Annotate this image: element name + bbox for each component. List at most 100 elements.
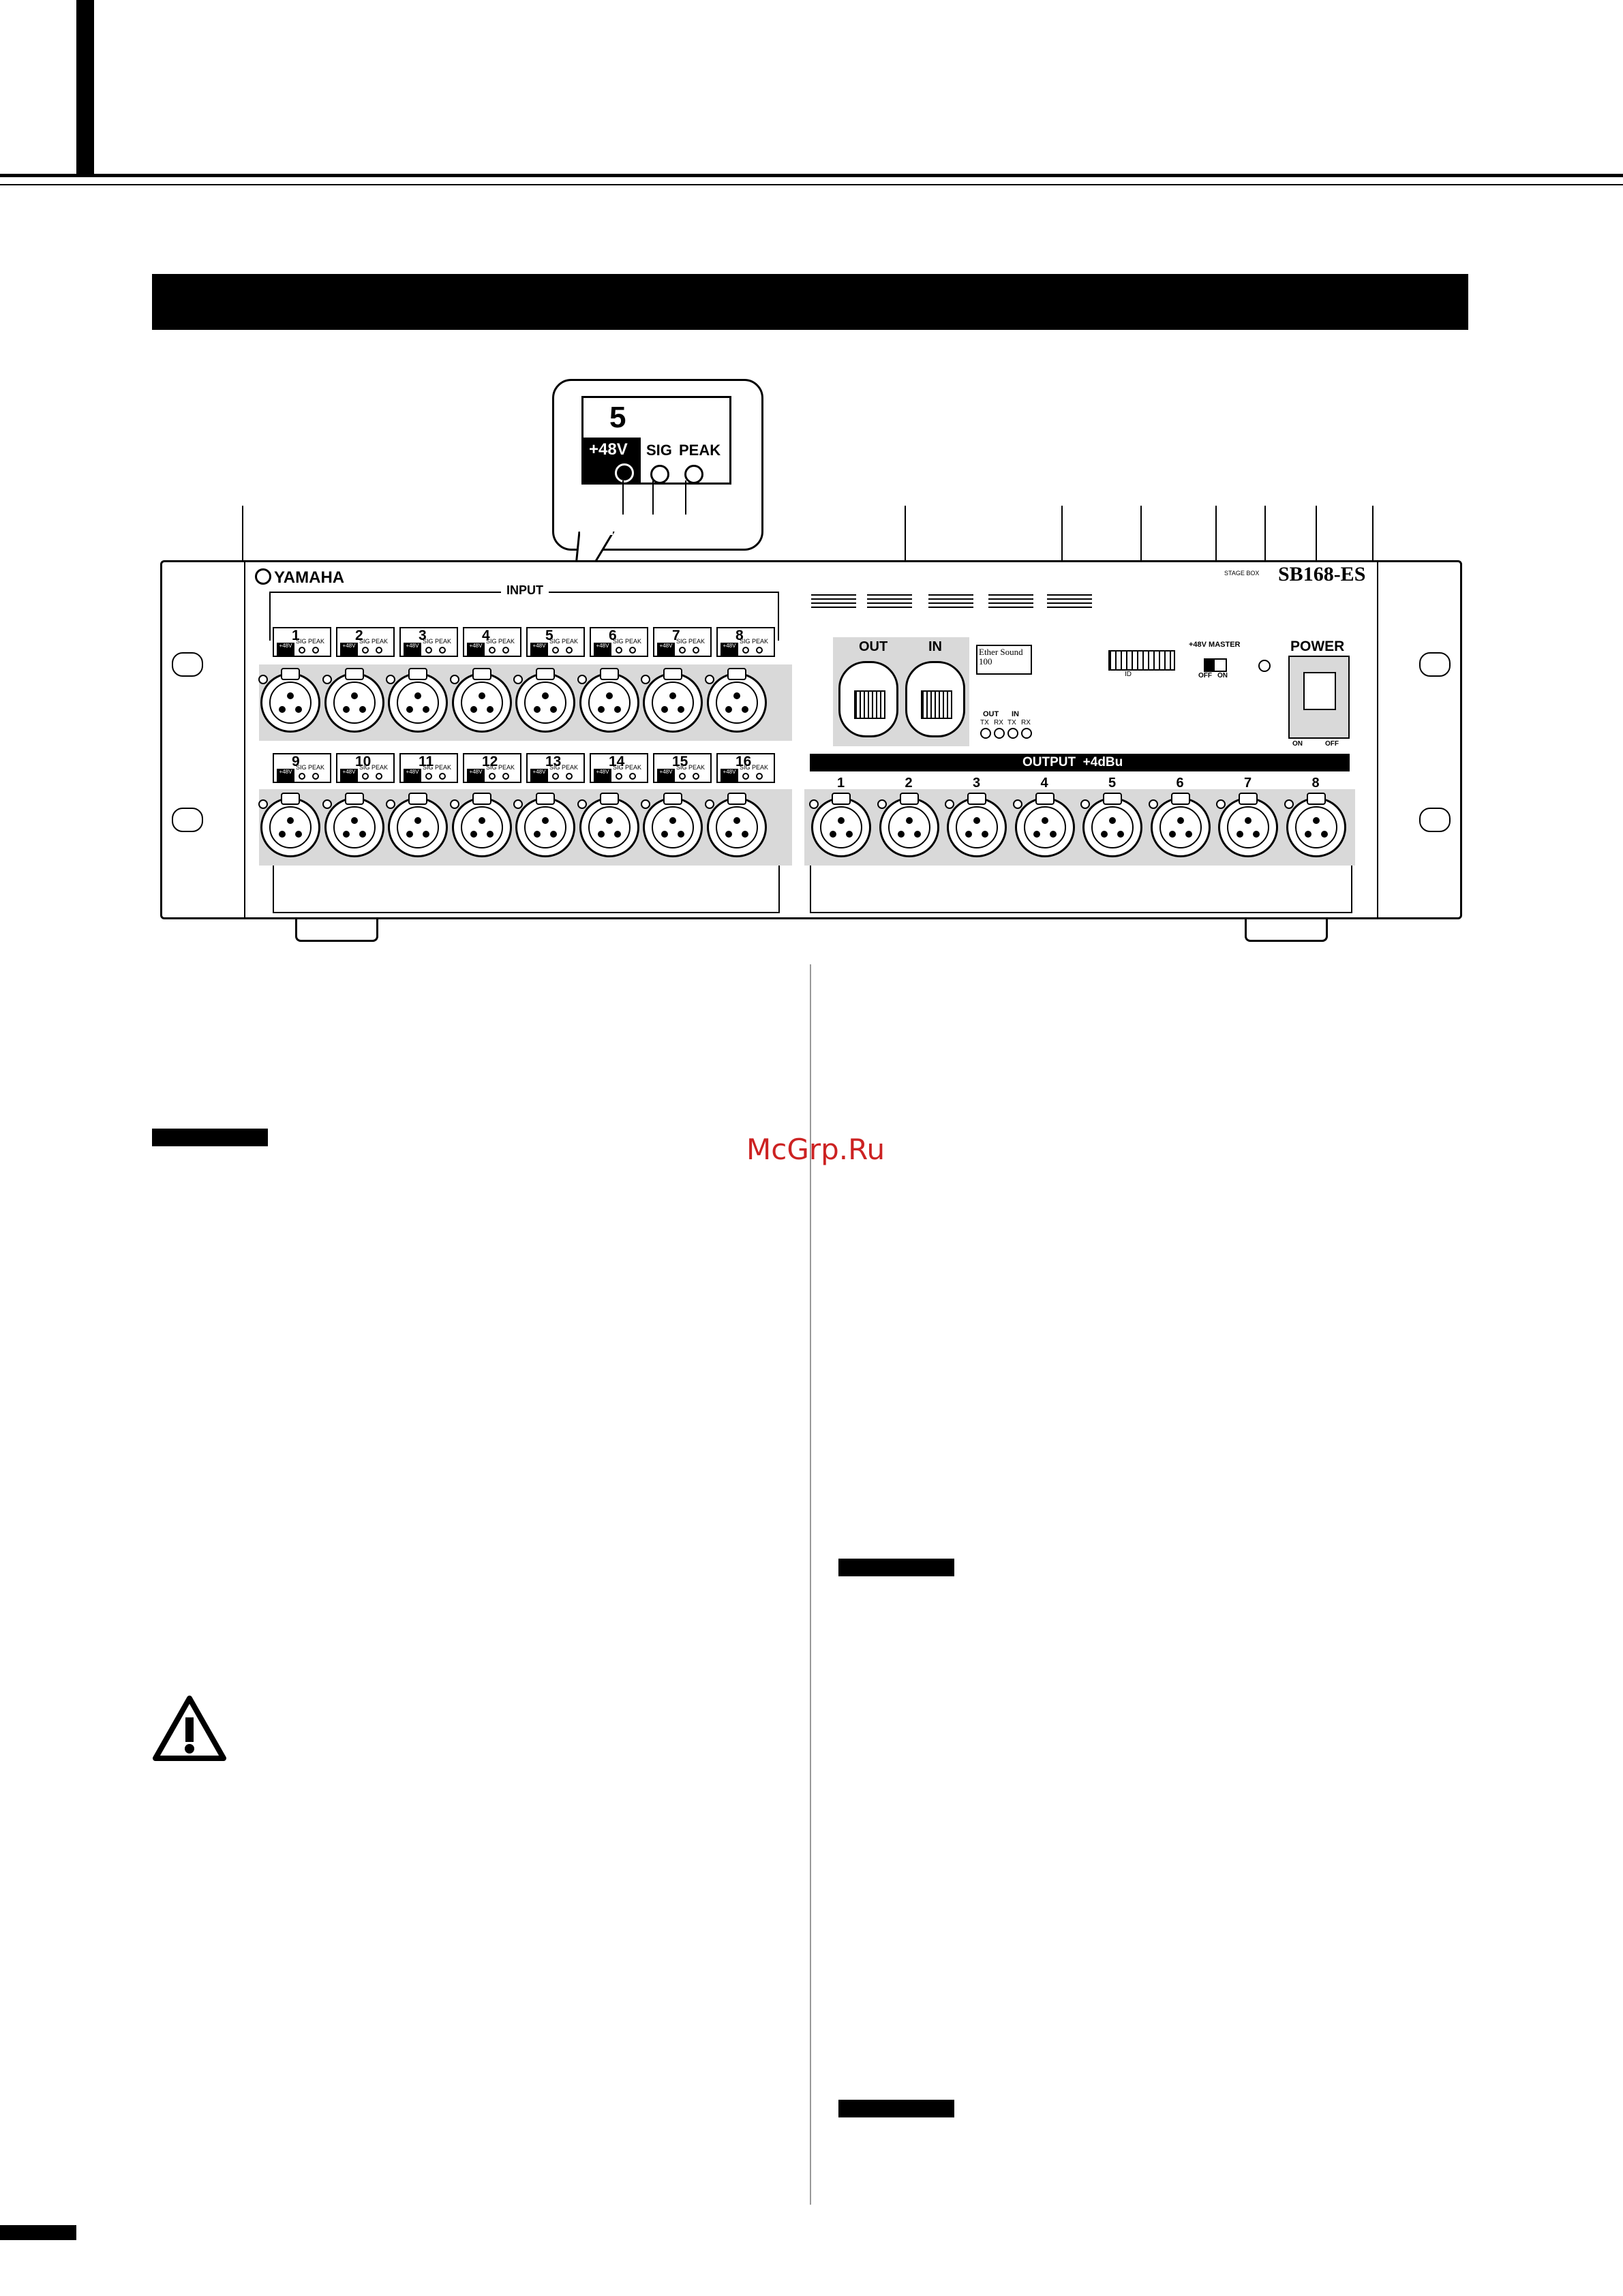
- output-channel-number: 3: [973, 776, 981, 791]
- xlr-pin-icon: [486, 831, 494, 838]
- xlr-pin-icon: [597, 706, 605, 713]
- input-connector[interactable]: [577, 793, 639, 857]
- xlr-latch-icon: [663, 668, 682, 680]
- peak-led-icon: [439, 647, 446, 654]
- output-connector[interactable]: [945, 793, 1007, 857]
- input-connector[interactable]: [386, 668, 448, 733]
- xlr-pin-icon: [838, 817, 845, 824]
- input-connector[interactable]: [258, 668, 320, 733]
- peak-led-icon: [693, 647, 699, 654]
- output-connector[interactable]: [1012, 793, 1075, 857]
- xlr-pin-icon: [733, 817, 740, 824]
- section-title-bar: [152, 274, 1468, 330]
- xlr-latch-icon: [967, 793, 986, 805]
- id-switch[interactable]: [1108, 650, 1175, 671]
- input-connector[interactable]: [322, 668, 384, 733]
- output-connector[interactable]: [1216, 793, 1278, 857]
- ethersound-out-connector[interactable]: [838, 661, 898, 737]
- output-connector[interactable]: [1148, 793, 1211, 857]
- output-connector[interactable]: [1284, 793, 1346, 857]
- rack-ear-left: [162, 562, 245, 917]
- xlr-pin-icon: [669, 817, 676, 824]
- input-connector[interactable]: [386, 793, 448, 857]
- zoom-channel-box: 5 +48V SIG PEAK: [581, 396, 731, 485]
- footer-page-bar: [0, 2225, 76, 2240]
- channel-number: 15: [672, 754, 688, 769]
- output-channel-number: 2: [905, 776, 913, 791]
- output-connector[interactable]: [809, 793, 871, 857]
- xlr-socket-icon: [1159, 806, 1202, 848]
- output-title: OUTPUT +4dBu: [1022, 755, 1123, 769]
- peak-led-icon: [312, 773, 319, 780]
- screw-icon: [258, 675, 268, 684]
- power-off-label: OFF: [1325, 740, 1339, 748]
- xlr-pin-icon: [359, 831, 366, 838]
- zoom-peak-led: [684, 465, 703, 484]
- xlr-socket-icon: [715, 682, 758, 724]
- xlr-pin-icon: [1320, 831, 1328, 838]
- output-connector[interactable]: [1080, 793, 1142, 857]
- power-switch[interactable]: [1288, 656, 1350, 739]
- channel-sig-peak: SIG PEAK: [676, 638, 706, 645]
- xlr-pin-icon: [423, 831, 429, 838]
- vent-slot: [811, 594, 856, 600]
- input-connector[interactable]: [258, 793, 320, 857]
- channel-48v: +48V: [657, 769, 675, 782]
- xlr-socket-icon: [715, 806, 758, 848]
- xlr-pin-icon: [1245, 817, 1252, 824]
- zoom-callout: 5 +48V SIG PEAK: [552, 379, 763, 551]
- vent-slot: [1047, 594, 1092, 600]
- xlr-pin-icon: [1101, 831, 1108, 838]
- xlr-latch-icon: [1170, 793, 1190, 805]
- sig-led-icon: [299, 647, 305, 654]
- xlr-pin-icon: [542, 817, 549, 824]
- input-connector[interactable]: [449, 793, 512, 857]
- rj45-port-icon: [854, 690, 885, 719]
- yamaha-logo-icon: [255, 568, 271, 585]
- xlr-latch-icon: [344, 668, 364, 680]
- vent-slot: [867, 602, 912, 608]
- channel-48v: +48V: [467, 643, 485, 656]
- screw-icon: [449, 675, 459, 684]
- channel-number: 2: [355, 628, 363, 643]
- xlr-pin-icon: [1109, 817, 1116, 824]
- vent-slot: [928, 594, 973, 600]
- master-48v-switch[interactable]: [1204, 658, 1227, 672]
- ethersound-in-connector[interactable]: [905, 661, 965, 737]
- input-connector[interactable]: [577, 668, 639, 733]
- peak-led-icon: [566, 773, 573, 780]
- input-connector[interactable]: [513, 793, 575, 857]
- xlr-pin-icon: [542, 692, 549, 699]
- xlr-pin-icon: [470, 831, 477, 838]
- input-bottom-frame: [273, 866, 780, 913]
- xlr-pin-icon: [830, 831, 836, 838]
- input-connector[interactable]: [322, 793, 384, 857]
- input-connector[interactable]: [449, 668, 512, 733]
- vent-slot: [811, 602, 856, 608]
- input-connector[interactable]: [704, 793, 767, 857]
- xlr-latch-icon: [536, 668, 555, 680]
- master-48v-label: +48V MASTER: [1189, 641, 1241, 649]
- output-connector[interactable]: [877, 793, 939, 857]
- indicator-led-icon: [1258, 660, 1271, 672]
- input-connector[interactable]: [641, 668, 703, 733]
- zoom-sig-led: [650, 465, 669, 484]
- input-connector[interactable]: [513, 668, 575, 733]
- xlr-pin-icon: [342, 831, 350, 838]
- xlr-pin-icon: [1033, 831, 1040, 838]
- xlr-latch-icon: [832, 793, 851, 805]
- sig-led-icon: [489, 647, 496, 654]
- xlr-pin-icon: [478, 817, 485, 824]
- channel-48v: +48V: [404, 643, 421, 656]
- input-connector[interactable]: [704, 668, 767, 733]
- xlr-latch-icon: [727, 668, 746, 680]
- output-channel-number: 4: [1040, 776, 1048, 791]
- input-connector[interactable]: [641, 793, 703, 857]
- xlr-pin-icon: [279, 831, 286, 838]
- zoom-callout-line-1: [622, 480, 624, 515]
- channel-48v: +48V: [404, 769, 421, 782]
- xlr-latch-icon: [1103, 793, 1122, 805]
